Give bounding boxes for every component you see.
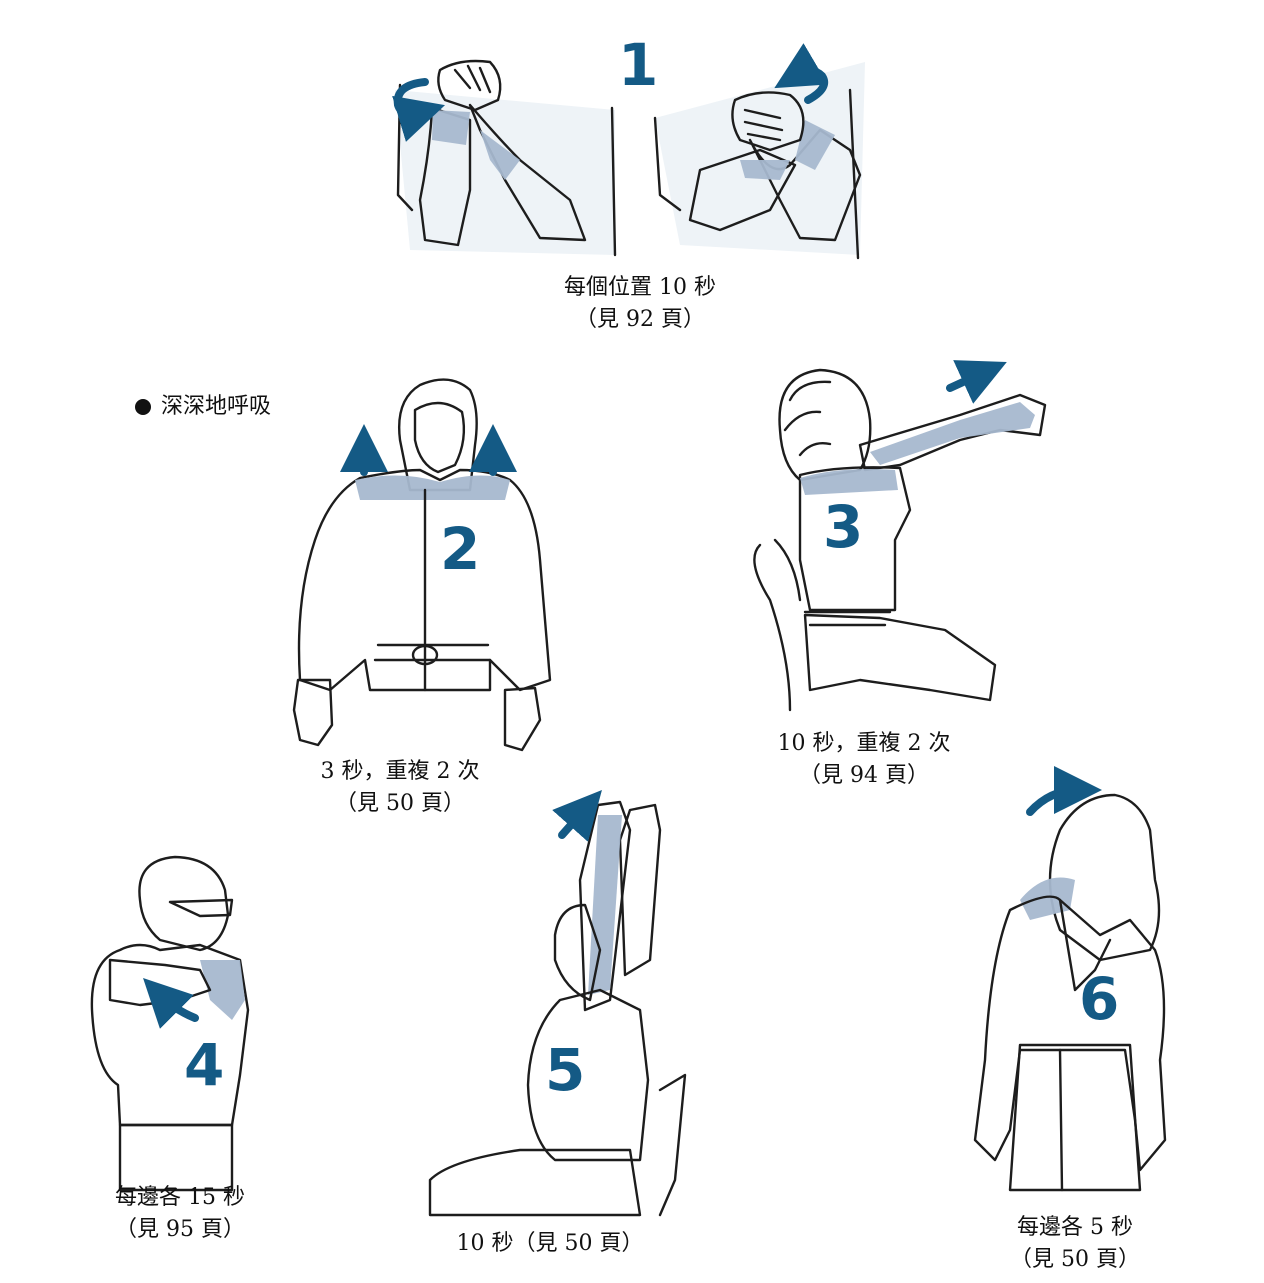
exercise-3-number: 3: [823, 493, 864, 561]
figure-5-up-arrow-icon: [552, 790, 602, 842]
breathe-note: 深深地呼吸: [135, 392, 271, 422]
exercise-6-number: 6: [1079, 965, 1120, 1033]
exercise-5-caption: 10 秒（見 50 頁）: [430, 1228, 670, 1260]
exercise-3-page-ref: （見 94 頁）: [799, 763, 929, 788]
exercise-4-number: 4: [184, 1031, 225, 1099]
exercise-5-number: 5: [545, 1036, 586, 1104]
figure-6-curved-arrow-icon: [1026, 766, 1102, 816]
figure-6-illustration: [973, 793, 1167, 1192]
breathe-note-text: 深深地呼吸: [161, 394, 272, 419]
exercise-6-duration: 每邊各 5 秒: [1017, 1215, 1133, 1240]
exercise-3-duration: 10 秒，重複 2 次: [777, 731, 951, 756]
exercise-2-caption: 3 秒，重複 2 次 （見 50 頁）: [300, 756, 500, 820]
exercise-2-page-ref: （見 50 頁）: [335, 791, 465, 816]
bullet-dot-icon: [135, 399, 151, 415]
exercise-4-duration: 每邊各 15 秒: [115, 1185, 245, 1210]
exercise-6-page-ref: （見 50 頁）: [1010, 1247, 1140, 1272]
figure-2-illustration: [292, 378, 552, 752]
exercise-1-duration: 每個位置 10 秒: [564, 275, 716, 300]
figure-3-right-arrow-icon: [946, 360, 1007, 404]
exercise-6-caption: 每邊各 5 秒 （見 50 頁）: [975, 1212, 1175, 1276]
figure-5-illustration: [428, 800, 687, 1217]
exercise-1-number: 1: [618, 31, 659, 99]
figure-1-right-curved-arrow-icon: [774, 43, 829, 104]
exercise-1-caption: 每個位置 10 秒 （見 92 頁）: [540, 272, 740, 336]
figure-3-illustration: [753, 368, 1047, 712]
exercise-3-caption: 10 秒，重複 2 次 （見 94 頁）: [754, 728, 974, 792]
exercise-2-number: 2: [440, 515, 481, 583]
figure-1-right-illustration: [653, 62, 865, 260]
exercise-5-duration: 10 秒（見 50 頁）: [456, 1231, 644, 1256]
figure-4-illustration: [90, 855, 250, 1192]
exercise-4-page-ref: （見 95 頁）: [115, 1217, 245, 1242]
figure-4-curved-arrow-icon: [143, 978, 199, 1029]
figure-1-left-illustration: [395, 59, 617, 257]
exercise-2-duration: 3 秒，重複 2 次: [320, 759, 480, 784]
exercise-4-caption: 每邊各 15 秒 （見 95 頁）: [80, 1182, 280, 1246]
exercise-1-page-ref: （見 92 頁）: [575, 307, 705, 332]
figure-1-left-curved-arrow-icon: [392, 78, 445, 142]
